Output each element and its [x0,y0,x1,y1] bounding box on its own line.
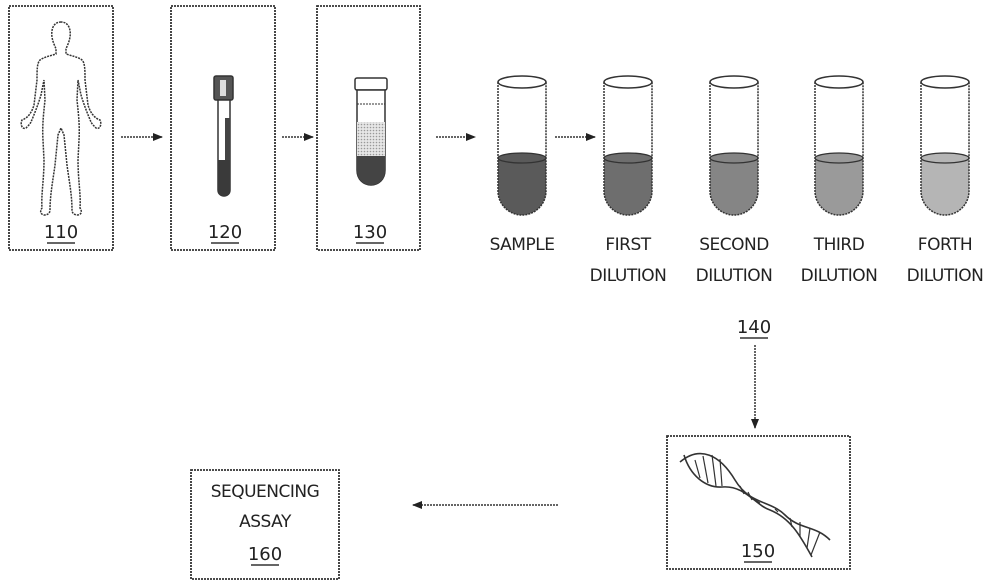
dilution-label-2-line-0: SECOND [699,235,769,255]
dilution-tube-4: FORTH DILUTION [907,75,984,286]
ref-160: 160 [248,544,282,565]
human-body-icon [20,21,102,216]
tube-liquid [815,158,863,215]
ref-130: 130 [353,222,387,243]
tube-liquid-surface [603,152,653,164]
tube-rim [603,75,653,89]
dilution-label-4-line-1: DILUTION [907,266,984,286]
sequencing-assay-label-line-1: SEQUENCING [211,482,320,502]
dilution-label-3-line-1: DILUTION [801,266,878,286]
dilution-tube-1: FIRST DILUTION [590,75,667,286]
tube-rim [497,75,547,89]
ref-120: 120 [208,222,242,243]
step-110-subject: 110 [8,5,114,251]
step-120-box [170,5,276,251]
centrifuged-tube-icon [354,77,388,186]
dilution-tube-3: THIRD DILUTION [801,75,878,286]
dna-helix-icon [679,452,831,558]
ref-150: 150 [741,541,775,562]
tube-rim [814,75,864,89]
tube-liquid [498,158,546,215]
step-150-box [666,435,851,570]
blood-collection-tube-icon [213,75,234,197]
step-120-blood-tube: 120 [170,5,276,251]
step-130-centrifuged-tube: 130 [316,5,421,251]
step-110-box [8,5,114,251]
tube-liquid [921,158,969,215]
step-160-sequencing-assay: SEQUENCING ASSAY 160 [190,469,340,580]
dilution-label-1-line-0: FIRST [605,235,651,255]
dilution-label-3-line-0: THIRD [813,235,865,255]
step-160-box [190,469,340,580]
step-150-dna: 150 [666,435,851,570]
tube-liquid [604,158,652,215]
dilution-tube-0: SAMPLE [490,75,555,255]
tube-liquid-surface [709,152,759,164]
dilution-label-2-line-1: DILUTION [696,266,773,286]
tube-liquid-surface [920,152,970,164]
step-130-box [316,5,421,251]
dilution-series: SAMPLE FIRST DILUTION SECOND DILUTION THIRD DI… [490,75,984,286]
ref-140: 140 [737,317,771,338]
dilution-label-4-line-0: FORTH [918,235,972,255]
ref-110: 110 [44,222,78,243]
dilution-label-0-line-0: SAMPLE [490,235,555,255]
dilution-label-1-line-1: DILUTION [590,266,667,286]
tube-rim [709,75,759,89]
tube-liquid-surface [814,152,864,164]
tube-liquid-surface [497,152,547,164]
tube-rim [920,75,970,89]
tube-liquid [710,158,758,215]
sequencing-assay-label-line-2: ASSAY [239,512,292,532]
dilution-tube-2: SECOND DILUTION [696,75,773,286]
